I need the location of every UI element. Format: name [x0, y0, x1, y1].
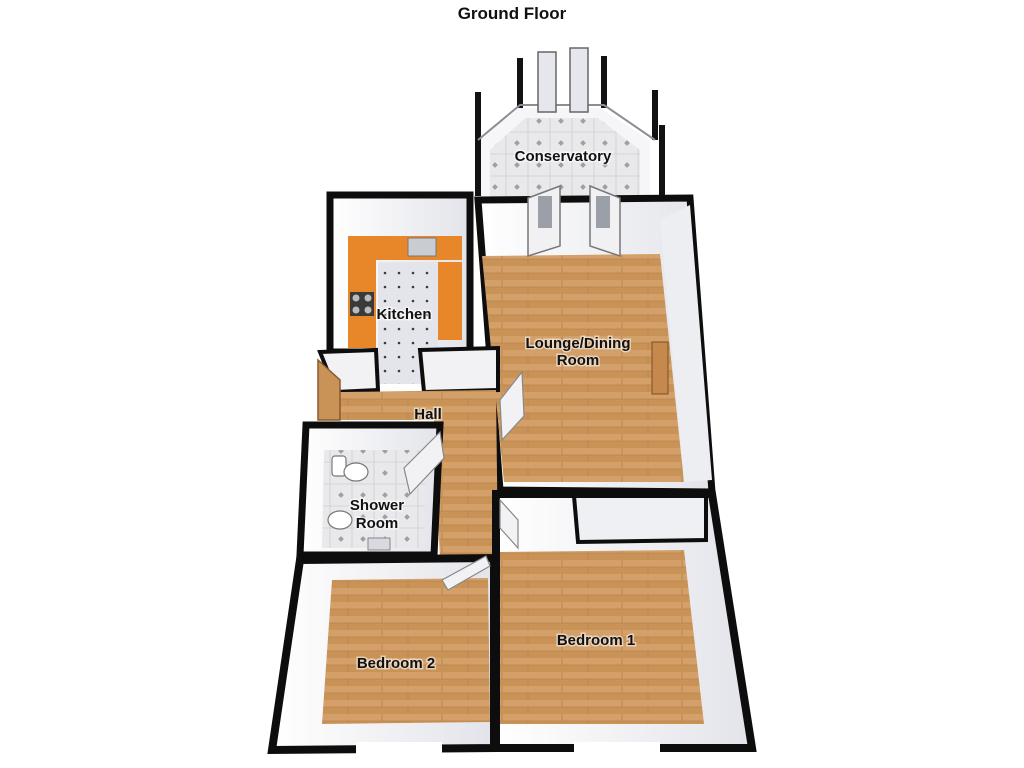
floor-title: Ground Floor: [457, 4, 567, 23]
bedroom-1-door: [499, 498, 519, 550]
conservatory-doors: [537, 47, 589, 113]
conservatory: [475, 47, 665, 198]
sink-icon: [407, 237, 437, 257]
lounge-label-line2: Room: [557, 352, 600, 369]
shower-room: [296, 421, 445, 559]
toilet-icon: [331, 455, 369, 482]
shower-label-line1: Shower: [350, 497, 404, 514]
entrance-door: [317, 358, 341, 421]
lounge-door: [499, 370, 525, 442]
basin-icon: [327, 510, 353, 530]
hall-label: Hall: [414, 406, 442, 423]
bottom-windows: [356, 742, 660, 754]
lounge-label-line1: Lounge/Dining: [526, 335, 631, 352]
shower-label-line2: Room: [356, 515, 399, 532]
kitchen: [317, 191, 500, 395]
conservatory-label: Conservatory: [515, 148, 612, 165]
fireplace-icon: [651, 341, 669, 395]
kitchen-label: Kitchen: [376, 306, 431, 323]
wardrobe: [571, 494, 708, 545]
shower-room-door: [403, 430, 445, 496]
bedroom-1-label: Bedroom 1: [557, 632, 635, 649]
lounge-french-doors: [527, 184, 621, 258]
bedroom-1: [492, 490, 757, 752]
lounge-dining-room: [474, 184, 716, 496]
bedroom-2-label: Bedroom 2: [357, 655, 435, 672]
hall: [317, 358, 498, 560]
bedroom-2-door: [441, 555, 491, 591]
hob-icon: [350, 292, 374, 316]
shower-tray-icon: [367, 537, 391, 551]
bedroom-2: [267, 553, 498, 755]
